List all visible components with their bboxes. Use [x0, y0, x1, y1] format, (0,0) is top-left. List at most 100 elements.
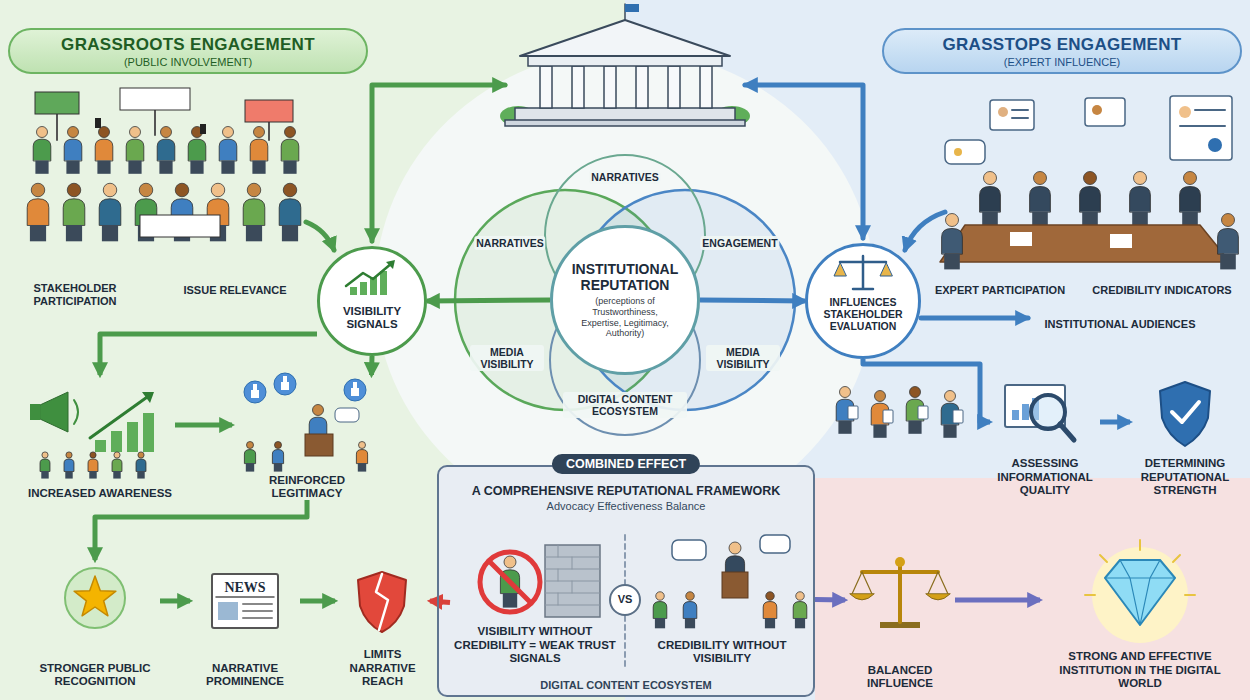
shape: [1060, 424, 1074, 440]
shape: [840, 387, 851, 398]
shape: [350, 287, 357, 295]
label-text: VS: [618, 593, 633, 606]
shape: [283, 161, 296, 174]
flow-arrow: [300, 598, 335, 603]
shape: [159, 161, 172, 174]
diamond-icon: [1085, 540, 1195, 643]
shape: [1184, 172, 1197, 185]
shape: [111, 431, 122, 452]
shape: [672, 540, 706, 560]
shape: [668, 66, 680, 108]
shape: [130, 127, 141, 138]
star-icon: [65, 568, 125, 628]
shape: [31, 183, 45, 197]
node-text: STRONG AND EFFECTIVE INSTITUTION IN THE …: [1040, 650, 1240, 690]
node-text: ASSESSING INFORMATIONAL QUALITY: [990, 457, 1100, 497]
node-text: COMBINED EFFECT: [552, 454, 700, 474]
shape: [344, 379, 366, 401]
shape: [850, 594, 874, 600]
panel-box: COMBINED EFFECTA COMPREHENSIVE REPUTATIO…: [437, 465, 815, 697]
shape: [1170, 96, 1232, 160]
shape: [138, 452, 144, 458]
shape: [1030, 186, 1051, 211]
shape: [683, 602, 697, 619]
shape: [128, 161, 141, 174]
shape: [250, 139, 268, 160]
shape: [504, 556, 516, 568]
shape: [143, 413, 154, 452]
shape: [244, 381, 266, 403]
shape: [33, 139, 51, 160]
shape: [655, 618, 665, 628]
shape: [40, 459, 50, 471]
shape: [1130, 186, 1151, 211]
shape: [1092, 105, 1102, 115]
shape: [853, 288, 873, 291]
shape: [980, 186, 1001, 211]
shape: [880, 263, 892, 276]
shape: [1105, 560, 1175, 625]
icon-node: REINFORCED LEGITIMACY: [232, 375, 382, 500]
shape: [66, 225, 82, 241]
expert-meeting: [940, 96, 1238, 269]
shape: [685, 618, 695, 628]
shape: [317, 246, 427, 356]
label-text: NARRATIVES: [589, 170, 660, 184]
shape: [30, 225, 46, 241]
shape: [346, 263, 392, 286]
shape: [1180, 125, 1225, 127]
shape: [65, 568, 125, 628]
node-text: REINFORCED LEGITIMACY: [232, 474, 382, 500]
shape: [1160, 382, 1210, 446]
shape: [895, 557, 905, 567]
shape: [942, 228, 963, 253]
shape: [545, 545, 600, 617]
shape: [268, 122, 270, 140]
shape: [1100, 555, 1107, 562]
shape: [848, 406, 858, 419]
shape: [1179, 106, 1191, 118]
flow-arrow: [95, 500, 307, 560]
shape: [729, 542, 741, 554]
flow-arrow: [700, 300, 805, 301]
icon-node: BALANCED INFLUENCE: [845, 540, 955, 690]
label-text: MEDIA VISIBILITY: [470, 345, 544, 371]
shape: [1034, 172, 1047, 185]
shape: [1208, 138, 1222, 152]
icon-node: LIMITS NARRATIVE REACH: [335, 560, 430, 688]
shape: [793, 602, 807, 619]
shape: [1105, 560, 1175, 625]
flow-arrow: [1100, 420, 1130, 425]
shape: [64, 459, 74, 471]
balance-icon: [850, 557, 950, 628]
shape: [1180, 186, 1201, 211]
decor-arrow: [745, 85, 863, 238]
flow-arrow: [430, 601, 450, 602]
shape: [136, 459, 146, 471]
shape: [558, 593, 559, 605]
icon-node: NARRATIVE PROMINENCE: [190, 560, 300, 688]
node-text: INFLUENCES STAKEHOLDER EVALUATION: [808, 296, 918, 332]
shape: [223, 127, 234, 138]
shape: [68, 127, 79, 138]
shape: [99, 127, 110, 138]
shape: [946, 214, 959, 227]
shape: [558, 569, 559, 581]
shape: [89, 471, 96, 478]
shape: [74, 400, 78, 424]
shape: [188, 139, 206, 160]
icon-node: VISIBILITY WITHOUT CREDIBILITY = WEAK TR…: [450, 529, 620, 665]
shape: [928, 572, 938, 594]
shape: [279, 199, 301, 225]
shape: [243, 617, 272, 619]
node-text: INCREASED AWARENESS: [28, 487, 172, 500]
shape: [356, 450, 367, 464]
shape: [520, 20, 730, 56]
shape: [358, 463, 366, 471]
shape: [56, 114, 58, 140]
shape: [908, 421, 921, 434]
decor-arrow: [921, 316, 1028, 321]
node-text: INSTITUTIONAL REPUTATION: [571, 261, 679, 293]
shape: [212, 574, 278, 628]
icon-node: STRONGER PUBLIC RECOGNITION: [30, 560, 160, 688]
